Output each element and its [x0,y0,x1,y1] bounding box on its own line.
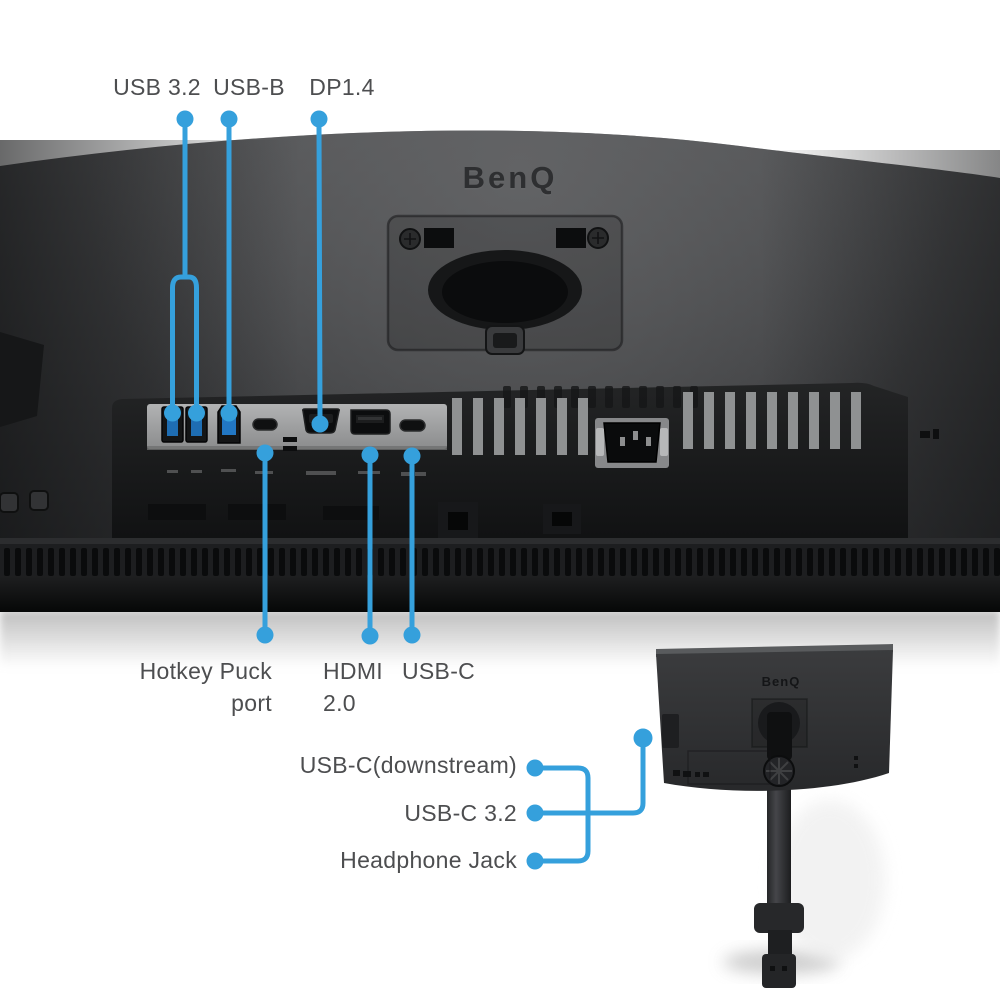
arm-clamp-foot [762,954,796,988]
usb-c-port [399,419,426,432]
recess-tabs [148,502,581,538]
callout-label-dp14: DP1.4 [309,74,375,100]
left-button-1 [0,492,19,513]
dot-usbc32-label [526,804,544,822]
hdmi-line-1: HDMI [323,658,383,684]
vent-slats-right [676,392,862,449]
dot-usb-b [220,404,238,422]
dot-hotkey-port [256,444,274,462]
callout-label-usbb: USB-B [213,74,285,100]
dot-hdmi-port [361,446,379,464]
hinge-facets [766,758,792,784]
vesa-slot-right [556,228,586,248]
benq-logo-highlight: BenQ [463,162,558,197]
dot-usbc-port [403,447,421,465]
dot-hdmi-label [361,627,379,645]
dot-usb32-label [176,110,194,128]
usbc-line-1: USB-C [402,658,476,684]
dot-small-monitor-ports [633,728,653,748]
callout-label-usbc-downstream: USB-C(downstream) [299,752,517,778]
vesa-slot-left [424,228,454,248]
port-recess [112,382,908,540]
kensington-lock-slot [920,429,939,439]
left-side-recess [0,332,44,427]
arm-clamp-neck [768,930,792,958]
hotkey-line-1: Hotkey Puck [139,658,272,684]
power-inlet [595,418,669,468]
dot-dp-port [311,415,329,433]
callout-label-headphone-jack: Headphone Jack [340,847,517,873]
left-button-2 [29,490,49,511]
small-monitor-with-arm: BenQ [656,644,893,988]
leader-dp14 [316,123,323,422]
arm-base-plate [754,903,804,933]
main-monitor-rear: BenQ BenQ [0,130,1000,668]
callout-label-hdmi: HDMI 2.0 [323,655,383,719]
small-recess-panel [687,750,771,785]
dot-usb-a1 [164,404,181,422]
dot-hotkey-label [256,626,274,644]
leader-side-to-monitor [534,740,646,816]
dot-usbb-label [220,110,238,128]
dot-headphone-label [526,852,544,870]
hotkey-line-2: port [231,690,272,716]
callout-label-usbc: USB-C [402,655,475,687]
callout-lines [170,123,646,864]
benq-logo-small: BenQ [762,674,801,689]
callout-label-hotkey-puck: Hotkey Puck port [130,655,272,719]
callout-label-usbc32: USB-C 3.2 [404,800,517,826]
vesa-mount-area [386,214,624,355]
dot-dp14-label [310,110,328,128]
vent-slats-left [452,398,588,455]
small-bottom-ports [673,756,858,777]
grille-lip [0,538,1000,548]
bottom-edge [0,576,1000,612]
dot-usbc-downstream-label [526,759,544,777]
hotkey-puck-port [252,418,278,431]
hdmi-line-2: 2.0 [323,690,356,716]
benq-logo-main: BenQ [463,160,558,195]
arm-pole [767,753,791,921]
dot-usbc-label [403,626,421,644]
dot-usb-a2 [188,404,205,422]
leader-usb32-fork [170,274,199,413]
callout-label-usb32: USB 3.2 [113,74,201,100]
arm-mount-column [767,712,792,760]
side-port-cover [662,714,679,748]
callout-dots [164,110,653,870]
